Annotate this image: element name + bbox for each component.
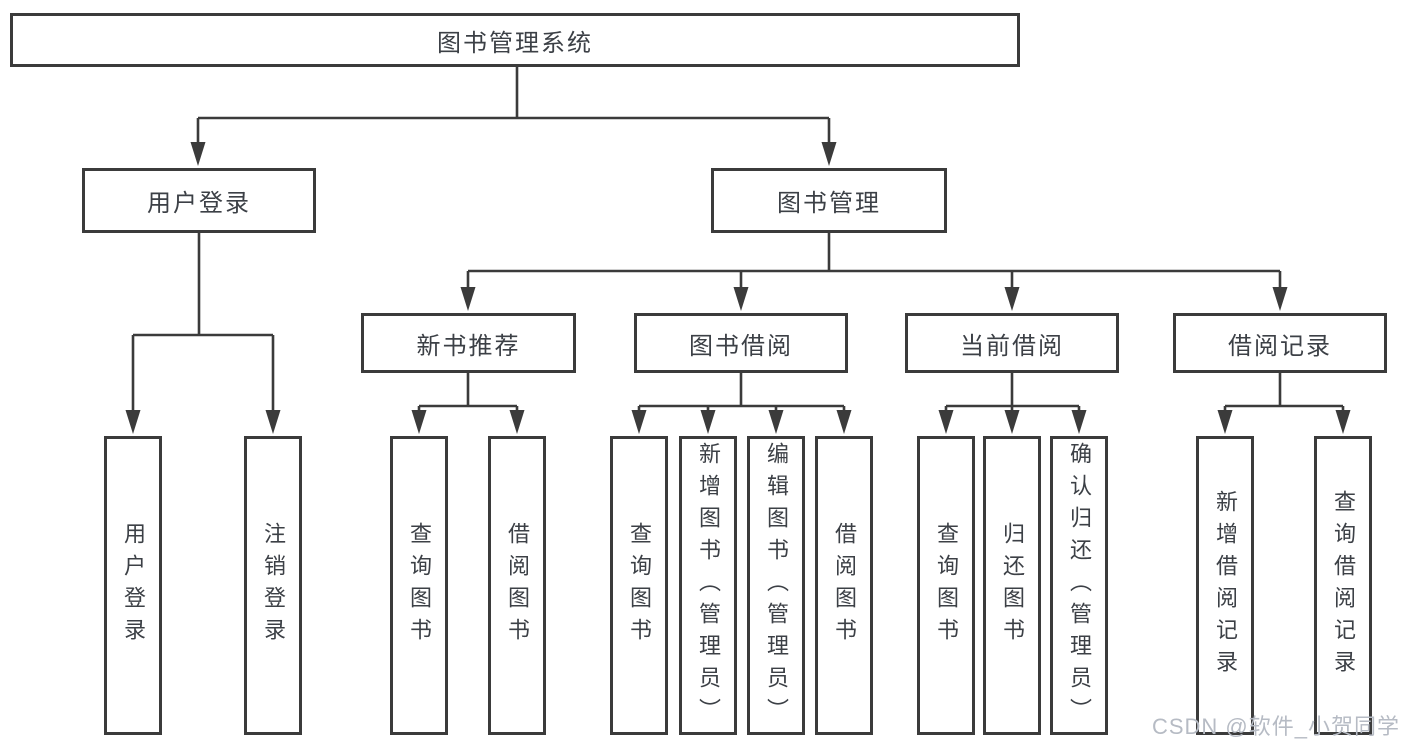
leaf-borrowing-borrow-books-label: 借阅图书 (832, 521, 857, 650)
leaf-current-return-books: 归还图书 (983, 436, 1041, 735)
leaf-user-login: 用户登录 (104, 436, 162, 735)
leaf-current-return-books-label: 归还图书 (1000, 521, 1025, 650)
leaf-records-query-record: 查询借阅记录 (1314, 436, 1372, 735)
arrowhead-icon (1335, 410, 1351, 434)
leaf-recommend-query-books: 查询图书 (390, 436, 448, 735)
arrowhead-icon (1004, 287, 1020, 311)
leaf-user-login-label: 用户登录 (121, 521, 146, 650)
node-borrow-records-label: 借阅记录 (1228, 332, 1332, 360)
arrowhead-icon (1272, 287, 1288, 311)
tree-connector-arrow-shafts (131, 118, 1345, 418)
leaf-borrowing-query-books: 查询图书 (610, 436, 668, 735)
leaf-borrowing-edit-books-admin-label: 编辑图书（管理员） (764, 441, 789, 730)
arrowhead-icon (733, 287, 749, 311)
arrowhead-icon (1004, 410, 1020, 434)
node-book-borrowing-label: 图书借阅 (689, 332, 793, 360)
csdn-watermark: CSDN @软件_小贺同学 (1151, 714, 1400, 739)
node-book-management: 图书管理 (711, 168, 947, 233)
node-library-system: 图书管理系统 (10, 13, 1020, 67)
node-user-login: 用户登录 (82, 168, 316, 233)
node-new-book-recommend-label: 新书推荐 (416, 332, 521, 360)
arrowhead-icon (836, 410, 852, 434)
leaf-current-confirm-return-admin-label: 确认归还（管理员） (1067, 441, 1092, 730)
arrowhead-icon (821, 142, 837, 166)
arrowhead-icon (631, 410, 647, 434)
node-user-login-label: 用户登录 (147, 190, 251, 217)
leaf-current-query-books: 查询图书 (917, 436, 975, 735)
leaf-records-add-record-label: 新增借阅记录 (1213, 489, 1238, 682)
leaf-recommend-query-books-label: 查询图书 (407, 521, 432, 650)
node-book-borrowing: 图书借阅 (634, 313, 848, 373)
leaf-borrowing-borrow-books: 借阅图书 (815, 436, 873, 735)
arrowhead-icon (190, 142, 206, 166)
leaf-logout-label: 注销登录 (261, 521, 286, 650)
node-new-book-recommend: 新书推荐 (361, 313, 576, 373)
arrowhead-icon (265, 410, 281, 434)
arrowheads (125, 142, 1351, 434)
leaf-current-confirm-return-admin: 确认归还（管理员） (1050, 436, 1108, 735)
leaf-records-query-record-label: 查询借阅记录 (1331, 489, 1356, 682)
arrowhead-icon (700, 410, 716, 434)
node-current-borrowing-label: 当前借阅 (960, 332, 1064, 360)
arrowhead-icon (411, 410, 427, 434)
arrowhead-icon (1071, 410, 1087, 434)
leaf-records-add-record: 新增借阅记录 (1196, 436, 1254, 735)
leaf-borrowing-edit-books-admin: 编辑图书（管理员） (747, 436, 805, 735)
leaf-current-query-books-label: 查询图书 (934, 521, 959, 650)
leaf-borrowing-query-books-label: 查询图书 (627, 521, 652, 650)
leaf-recommend-borrow-books-label: 借阅图书 (505, 521, 530, 650)
node-book-management-label: 图书管理 (777, 190, 881, 217)
arrowhead-icon (768, 410, 784, 434)
tree-connector-trunks (133, 67, 1343, 408)
arrowhead-icon (125, 410, 141, 434)
leaf-logout: 注销登录 (244, 436, 302, 735)
node-borrow-records: 借阅记录 (1173, 313, 1387, 373)
leaf-borrowing-add-books-admin-label: 新增图书（管理员） (696, 441, 721, 730)
leaf-borrowing-add-books-admin: 新增图书（管理员） (679, 436, 737, 735)
arrowhead-icon (938, 410, 954, 434)
arrowhead-icon (509, 410, 525, 434)
node-library-system-label: 图书管理系统 (437, 29, 593, 57)
arrowhead-icon (460, 287, 476, 311)
leaf-recommend-borrow-books: 借阅图书 (488, 436, 546, 735)
arrowhead-icon (1217, 410, 1233, 434)
node-current-borrowing: 当前借阅 (905, 313, 1119, 373)
